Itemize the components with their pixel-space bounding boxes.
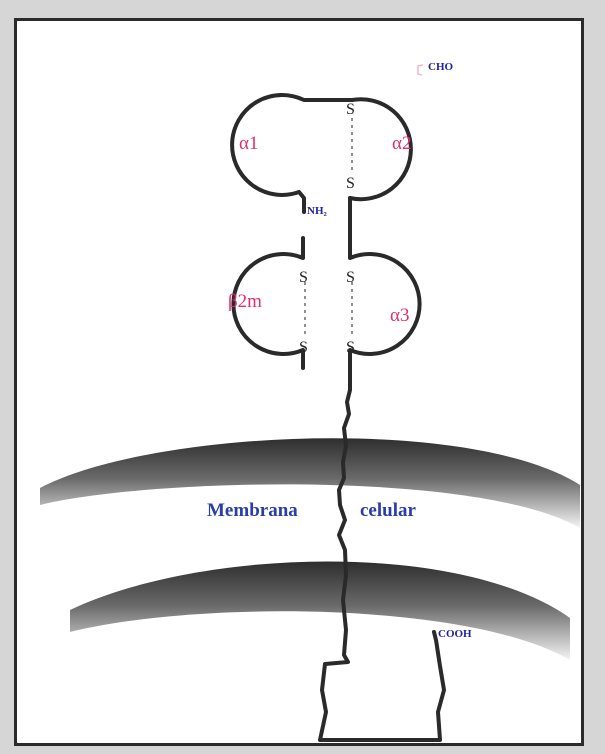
beta2m-label: β2m	[228, 291, 262, 312]
alpha2-label: α2	[392, 133, 411, 154]
carbohydrate-label: CHO	[428, 61, 454, 73]
sulfur-label: S	[346, 175, 355, 192]
sulfur-label: S	[299, 269, 308, 286]
sulfur-label: S	[299, 339, 308, 356]
carboxyl-terminus-label: COOH	[438, 628, 472, 640]
sulfur-label: S	[346, 269, 355, 286]
membrane-label-word2: celular	[360, 500, 416, 521]
sulfur-label: S	[346, 101, 355, 118]
alpha1-label: α1	[239, 133, 258, 154]
membrane-label-word1: Membrana	[207, 500, 298, 521]
alpha3-label: α3	[390, 305, 409, 326]
carbohydrate-marker	[418, 65, 423, 75]
sulfur-label: S	[346, 339, 355, 356]
amino-terminus-label: NH₂	[307, 205, 328, 217]
membrane-lower-band	[70, 562, 570, 661]
membrane-upper-band	[40, 438, 580, 528]
